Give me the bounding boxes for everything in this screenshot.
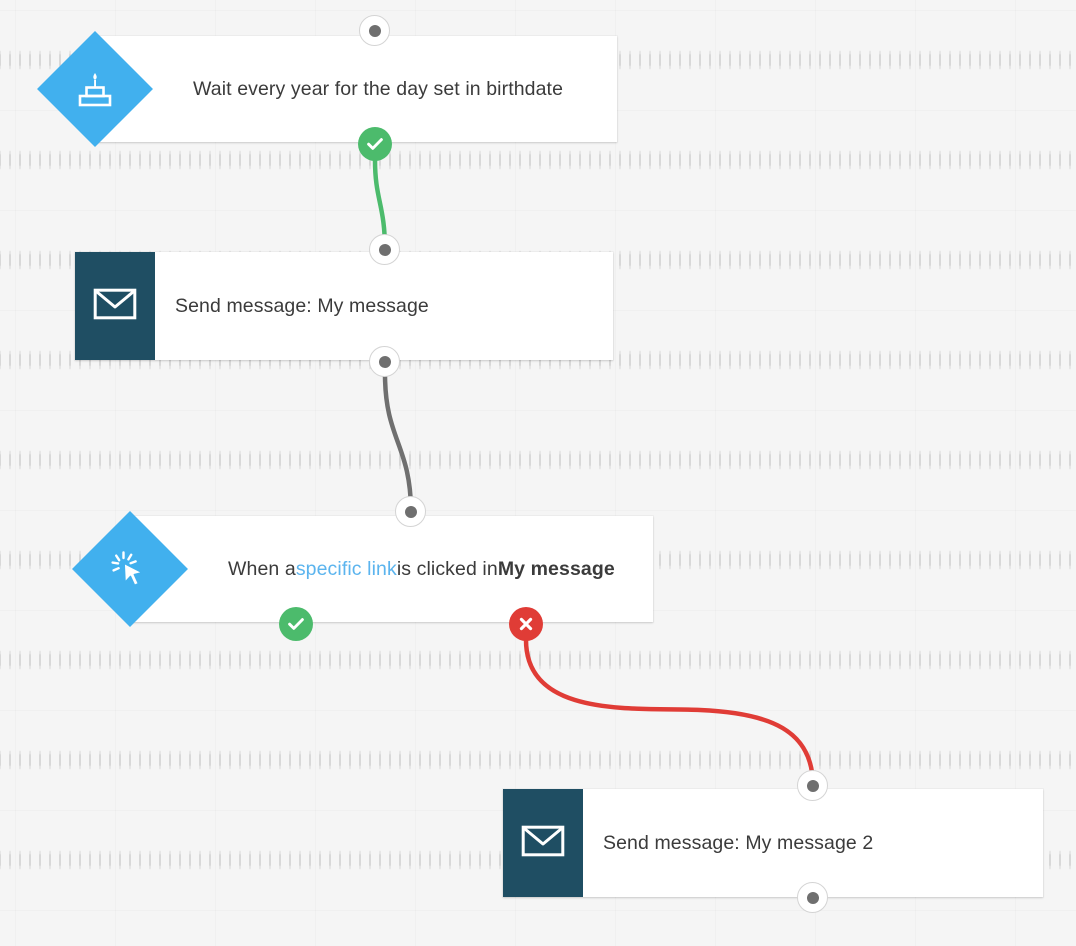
node-label-send-message-2: Send message: My message 2 [603,832,874,854]
port-message1-in[interactable] [369,234,400,265]
trigger-diamond-birthday [37,31,153,147]
workflow-node-send-message-2[interactable]: Send message: My message 2 [503,789,1043,897]
badge-link-success[interactable] [279,607,313,641]
envelope-icon [521,823,565,864]
birthday-cake-icon [54,48,136,130]
action-icon-block-send-message-2 [503,789,583,897]
label-segment-message-name: My message [497,558,615,580]
workflow-node-link-click-trigger[interactable]: When a specific link is clicked in My me… [72,511,653,627]
port-message2-out[interactable] [797,882,828,913]
connector-message1-to-link [382,371,414,515]
node-label-link-click-trigger: When a specific link is clicked in My me… [130,516,653,622]
specific-link-link[interactable]: specific link [295,558,397,580]
envelope-icon [93,286,137,327]
cross-icon [517,615,535,633]
node-label-birthday-trigger: Wait every year for the day set in birth… [193,78,564,100]
label-segment-prefix: When a [228,558,296,580]
workflow-node-birthday-trigger[interactable]: Wait every year for the day set in birth… [37,31,617,147]
port-link-in[interactable] [395,496,426,527]
trigger-diamond-link-click [72,511,188,627]
badge-birthday-success[interactable] [358,127,392,161]
port-message2-in[interactable] [797,770,828,801]
node-label-send-message-1: Send message: My message [175,295,429,317]
workflow-node-send-message-1[interactable]: Send message: My message [75,252,613,360]
label-segment-middle: is clicked in [396,558,498,580]
click-cursor-icon [89,528,171,610]
action-icon-block-send-message-1 [75,252,155,360]
connector-link-error-to-message2 [523,637,816,789]
check-icon [286,614,306,634]
port-message1-out[interactable] [369,346,400,377]
port-birthday-in[interactable] [359,15,390,46]
badge-link-error[interactable] [509,607,543,641]
check-icon [365,134,385,154]
